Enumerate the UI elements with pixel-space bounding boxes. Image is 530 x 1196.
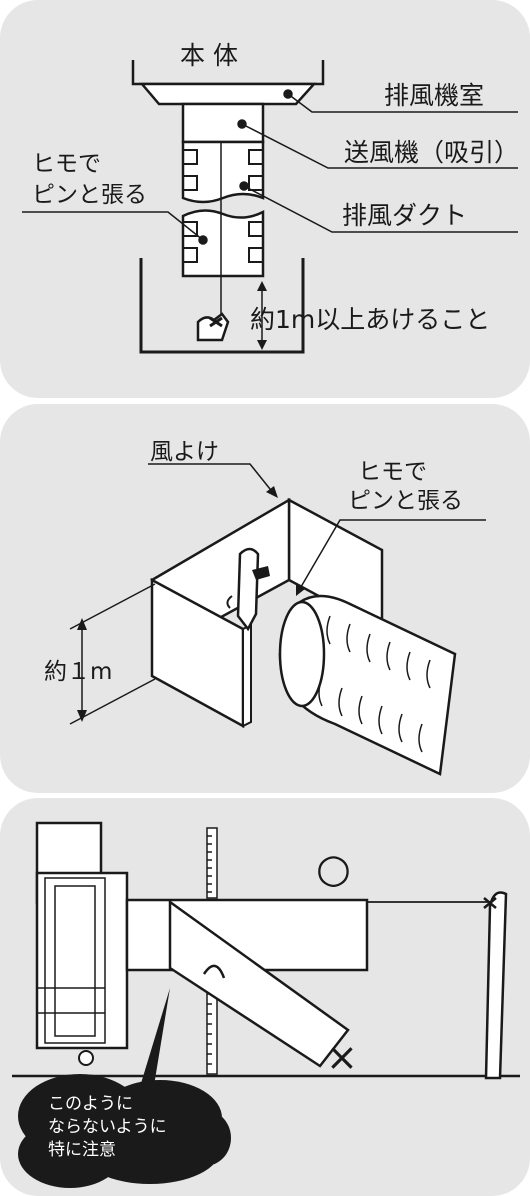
knot [209, 316, 223, 328]
main-unit-label: 本 体 [180, 41, 238, 70]
string-label-line1: ヒモで [32, 151, 101, 177]
height-label: 約１m [44, 659, 112, 685]
panel-caution: ○ × このように ならないように 特に注意 [0, 798, 530, 1196]
tie-knot [252, 566, 270, 580]
duct-folds [183, 149, 263, 263]
machine-details [37, 877, 106, 1044]
windbreak-front-edge [242, 623, 252, 728]
machine-wheel [78, 1050, 94, 1066]
pit-outline [139, 258, 305, 354]
duct-opening [278, 600, 326, 708]
sag-hook [202, 964, 226, 979]
blower [181, 102, 265, 144]
scale-pole-upper [206, 827, 218, 899]
stake [196, 312, 230, 342]
string-arrow-icon [296, 584, 305, 596]
string-label-line2: ピンと張る [348, 488, 463, 514]
caution-bubble [18, 1074, 231, 1188]
ng-mark: × [326, 1035, 358, 1079]
windbreak-leader [148, 463, 275, 495]
string-label-line2: ピンと張る [32, 182, 147, 208]
machine-body [35, 871, 129, 1050]
caution-text-line2: ならないように [48, 1117, 167, 1137]
duct-leader [243, 185, 518, 233]
duct-sagging [168, 899, 350, 1068]
windbreak-arrow-icon [266, 486, 278, 498]
caution-diagram: ○ × このように ならないように 特に注意 [12, 821, 520, 1188]
string-label-line1: ヒモで [358, 459, 427, 485]
windbreak-label: 風よけ [150, 439, 219, 465]
arrow-down-icon [257, 340, 267, 350]
exhaust-chamber-label: 排風機室 [384, 81, 484, 110]
duct-ribs [318, 615, 431, 753]
blower-leader [241, 123, 518, 169]
caution-text-line1: このように [48, 1094, 133, 1114]
panel-windbreak: 風よけ ヒモで ピンと張る 約１m [0, 404, 530, 793]
bubble-tail [135, 988, 170, 1110]
post-knot [483, 897, 497, 909]
string-leader [297, 519, 486, 593]
duct-lower [181, 209, 265, 278]
ok-mark: ○ [316, 846, 351, 892]
windbreak-diagram: 風よけ ヒモで ピンと張る 約１m [44, 439, 486, 776]
arrow-up-icon [257, 281, 267, 291]
string-leader [22, 211, 204, 241]
height-arrow-up-icon [77, 618, 87, 630]
blower-label: 送風機（吸引） [344, 138, 519, 167]
exhaust-chamber [139, 82, 317, 106]
post [484, 891, 508, 1080]
chamber-leader [287, 93, 518, 113]
height-dimension [69, 583, 156, 725]
exhaust-duct-label: 排風ダクト [342, 201, 467, 230]
leader-lines [22, 89, 518, 245]
duct-installation-diagram: 本 体 [22, 41, 519, 354]
clearance-label: 約1m以上あけること [250, 305, 490, 334]
log-branch [226, 595, 233, 609]
panel-duct-installation: 本 体 [0, 0, 530, 398]
log-stake [236, 547, 260, 632]
caution-text-line3: 特に注意 [48, 1140, 116, 1160]
height-arrow-down-icon [77, 710, 87, 722]
